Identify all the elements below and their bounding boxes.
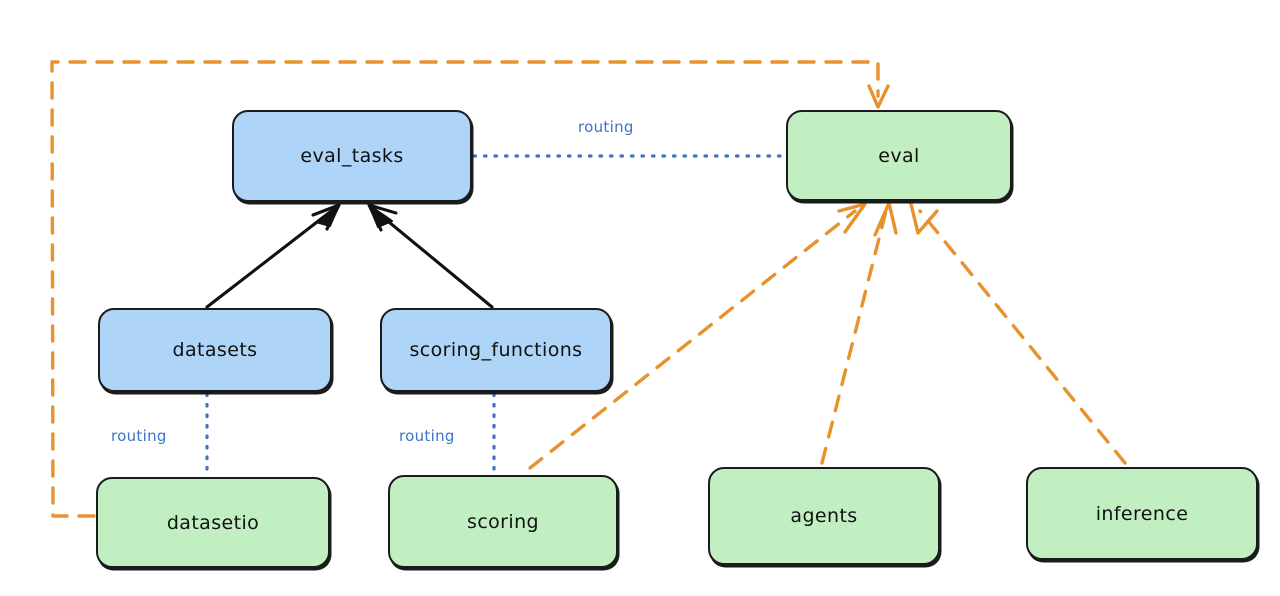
node-label-datasetio: datasetio — [166, 511, 260, 534]
edge-datasets-to-eval-tasks — [205, 203, 341, 309]
node-scoring-functions[interactable]: scoring_functions — [380, 308, 612, 392]
node-eval[interactable]: eval — [786, 110, 1012, 201]
node-label-eval-tasks: eval_tasks — [300, 145, 404, 167]
node-label-inference: inference — [1095, 502, 1189, 525]
node-datasets[interactable]: datasets — [98, 308, 332, 392]
node-agents[interactable]: agents — [708, 467, 940, 565]
edge-agents-to-eval-dependency — [820, 201, 898, 465]
node-eval-tasks[interactable]: eval_tasks — [232, 110, 472, 202]
node-inference[interactable]: inference — [1026, 467, 1258, 560]
node-label-scoring-functions: scoring_functions — [409, 339, 583, 361]
edge-label-routing-datasets: routing — [111, 427, 167, 445]
node-label-eval: eval — [878, 144, 920, 167]
node-label-agents: agents — [790, 505, 858, 527]
edge-label-routing-eval-tasks: routing — [578, 118, 634, 136]
node-label-scoring: scoring — [467, 510, 539, 533]
edge-label-routing-scoring-functions: routing — [399, 427, 455, 445]
node-scoring[interactable]: scoring — [388, 475, 618, 568]
edge-inference-to-eval-dependency — [909, 202, 1127, 465]
edge-scoring-to-eval-dependency — [528, 202, 867, 470]
node-label-datasets: datasets — [172, 339, 258, 361]
edge-scoring-functions-to-eval-tasks — [367, 203, 494, 309]
edge-datasetio-to-eval-dependency — [50, 60, 890, 518]
node-datasetio[interactable]: datasetio — [96, 477, 330, 568]
